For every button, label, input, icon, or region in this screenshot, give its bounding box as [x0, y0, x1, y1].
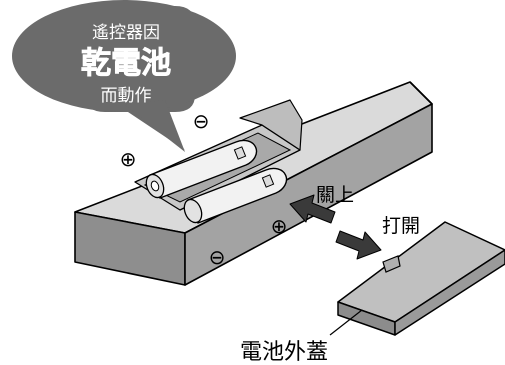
minus-symbol-top: ⊖: [193, 109, 210, 133]
cover-leader-line: [329, 309, 363, 336]
speech-bubble: 遙控器因 乾電池 而動作: [12, 0, 236, 152]
open-label: 打開: [382, 215, 420, 237]
minus-symbol-bottom: ⊖: [209, 245, 226, 269]
close-arrow: [289, 194, 336, 224]
cover-label: 電池外蓋: [240, 340, 328, 365]
bubble-line-1: 遙控器因: [92, 23, 160, 43]
bubble-line-3: 而動作: [101, 86, 152, 106]
bubble-line-2: 乾電池: [81, 46, 171, 81]
close-label: 關上: [316, 184, 354, 206]
cover-side: [394, 249, 505, 336]
cover-tab: [382, 255, 401, 273]
battery-lower: [183, 167, 288, 224]
battery-cover: [329, 221, 505, 336]
plus-symbol-left: ⊕: [120, 147, 137, 171]
plus-symbol-right: ⊕: [271, 214, 288, 238]
battery-lower-terminal: [183, 198, 203, 224]
compartment-ledge: [239, 99, 303, 151]
battery-upper: [145, 139, 258, 199]
remote-side-face: [184, 103, 433, 286]
open-arrow: [335, 230, 382, 260]
